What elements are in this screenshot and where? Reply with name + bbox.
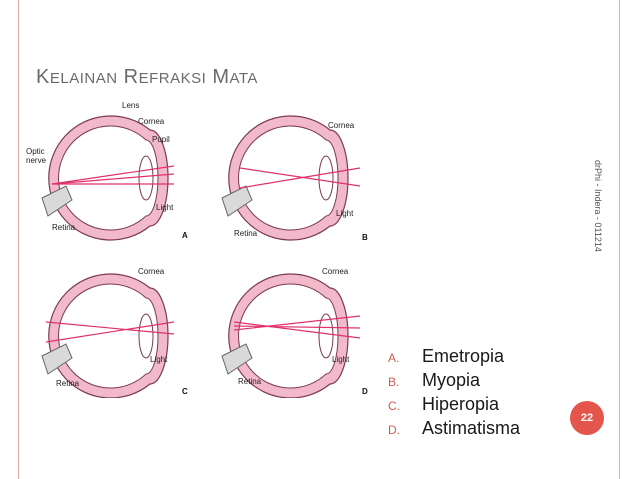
eye-refraction-diagram: Lens Cornea Pupil Optic nerve Light Reti…	[26, 101, 368, 398]
refraction-list: A. Emetropia B. Myopia C. Hiperopia D. A…	[388, 346, 588, 442]
label-nerve: nerve	[26, 156, 47, 165]
page-number-badge: 22	[570, 401, 604, 435]
label-cornea: Cornea	[328, 121, 355, 130]
list-item: C. Hiperopia	[388, 394, 500, 414]
list-item: B. Myopia	[388, 370, 481, 390]
label-light: Light	[332, 355, 350, 364]
label-cornea: Cornea	[138, 267, 165, 276]
eye-panel-a: Lens Cornea Pupil Optic nerve Light Reti…	[26, 101, 188, 241]
eye-panel-d: Cornea Light Retina D	[221, 267, 368, 398]
panel-letter-c: C	[182, 387, 188, 396]
label-light: Light	[150, 355, 168, 364]
label-pupil: Pupil	[152, 135, 170, 144]
label-retina: Retina	[238, 377, 262, 386]
label-light: Light	[336, 209, 354, 218]
eye-panel-b: Cornea Light Retina B	[221, 115, 368, 242]
label-light: Light	[156, 203, 174, 212]
list-item: D. Astimatisma	[388, 418, 521, 438]
slide-frame	[18, 0, 620, 479]
label-cornea: Cornea	[138, 117, 165, 126]
label-retina: Retina	[56, 379, 80, 388]
panel-letter-d: D	[362, 387, 368, 396]
slide-title: KELAINAN REFRAKSI MATA	[36, 66, 258, 88]
label-retina: Retina	[234, 229, 258, 238]
label-lens: Lens	[122, 101, 139, 110]
label-optic: Optic	[26, 147, 45, 156]
eye-panel-c: Cornea Light Retina C	[41, 267, 188, 398]
footer-vertical-text: drPhi - Indera - 011214	[593, 160, 603, 252]
panel-letter-b: B	[362, 233, 368, 242]
list-item: A. Emetropia	[388, 346, 505, 366]
label-cornea: Cornea	[322, 267, 349, 276]
label-retina: Retina	[52, 223, 76, 232]
panel-letter-a: A	[182, 231, 188, 240]
